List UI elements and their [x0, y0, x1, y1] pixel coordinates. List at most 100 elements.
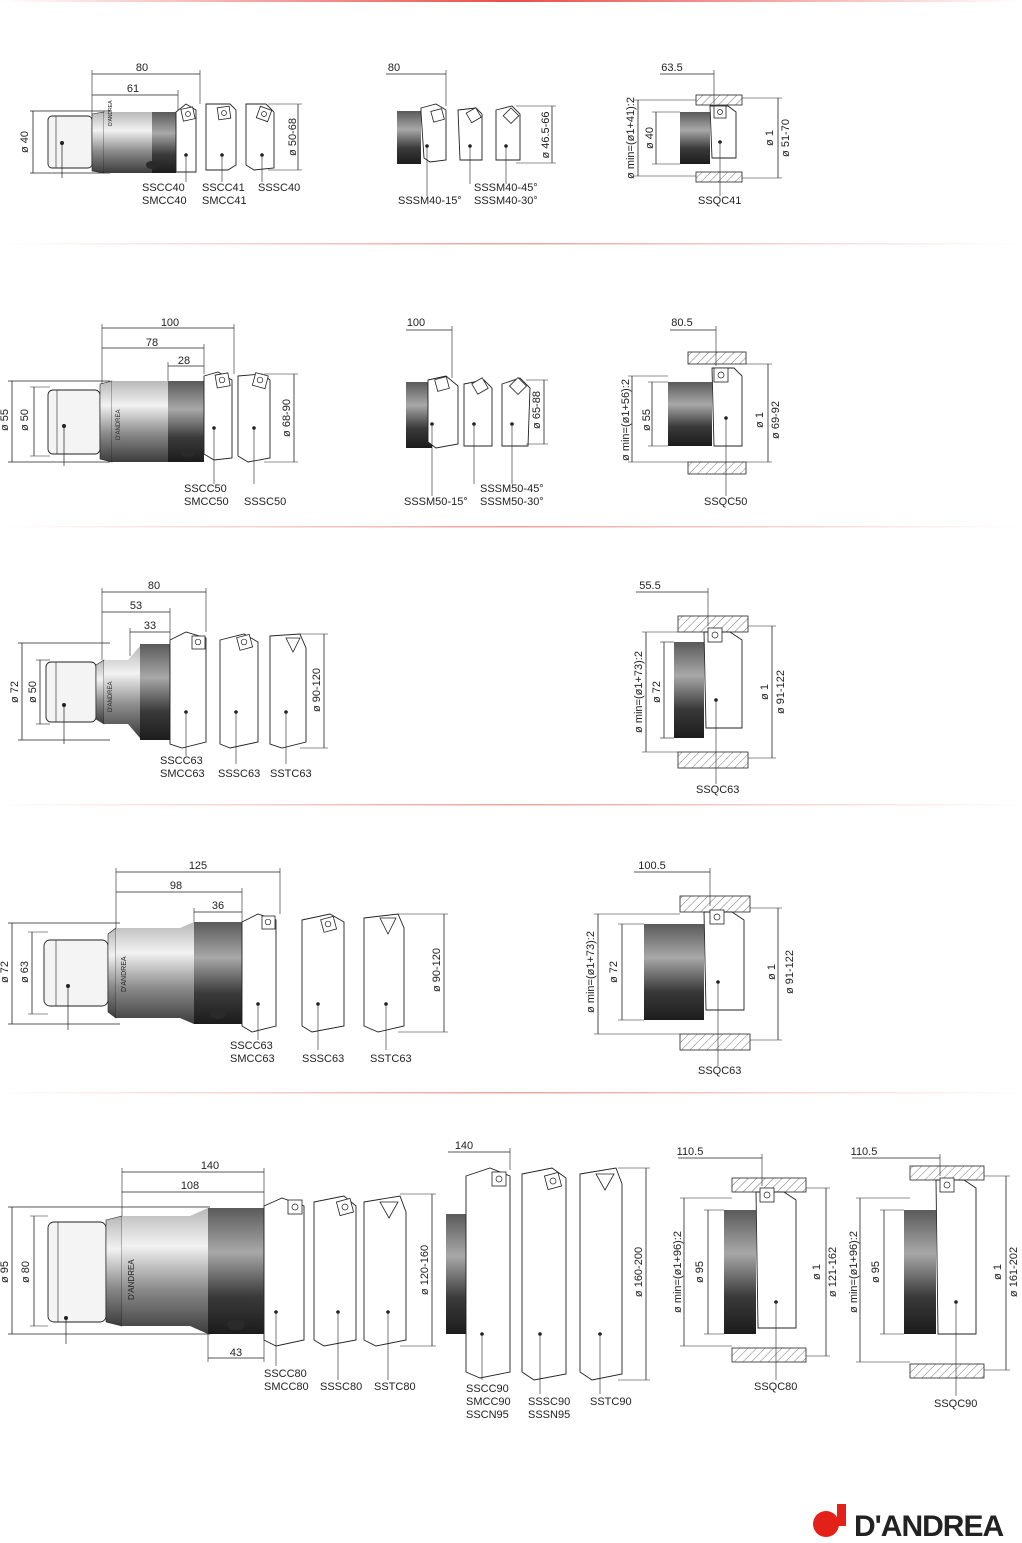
engraving: D'ANDREA: [108, 100, 114, 126]
dim-d1: ø 1: [992, 1264, 1004, 1280]
part-code: SSQC63: [696, 784, 739, 796]
divider: [0, 1092, 1022, 1094]
part-code-line: SMCC63: [160, 768, 205, 780]
dim-length: 80: [388, 62, 400, 74]
dim-length: 80: [136, 62, 148, 74]
dim-length: 125: [189, 860, 207, 872]
part-code-line: SMCC63: [230, 1053, 275, 1065]
part-code: SSSM50-15°: [404, 496, 468, 508]
internal-boring-diagram: 80.5 ø min=(ø1+56):2 ø 55 ø 1 ø 69-92 SS…: [620, 317, 782, 508]
part-code: SSQC41: [698, 195, 741, 207]
part-code-line: SSCC63: [160, 755, 203, 767]
part-code-line: SSCC63: [230, 1040, 273, 1052]
logo-mark-icon: [837, 1504, 846, 1526]
part-code-line: SSCC80: [264, 1368, 307, 1380]
part-code: SSQC80: [754, 1381, 797, 1393]
part-code-line: SSCC41: [202, 182, 245, 194]
part-code-line: SMCC50: [184, 496, 229, 508]
engraving-line: D'ANDREA: [116, 410, 122, 440]
dim-range: ø 161-202: [1008, 1247, 1020, 1297]
tool-holder-diagram: D'ANDREA 140 108 43 ø 95 ø 80 ø 120-160 …: [0, 1160, 436, 1393]
dim-range: ø 46.5-66: [540, 111, 552, 158]
dim-d1: ø 1: [754, 412, 766, 428]
dim-length: 80.5: [671, 317, 692, 329]
part-code: SSSC63: [218, 768, 260, 780]
part-code-line: SSSM40-45°: [474, 182, 538, 194]
dim-d1: ø 1: [764, 130, 776, 146]
tool-holder-diagram: D'ANDREA 80 61 ø 40 ø 50-68 SSCC40 SMCC4…: [19, 62, 302, 207]
part-code-line: SSSM40-30°: [474, 195, 538, 207]
part-code-line: SSCC90: [466, 1383, 509, 1395]
internal-boring-diagram: 55.5 ø min=(ø1+73):2 ø 72 ø 1 ø 91-122 S…: [633, 580, 787, 796]
dim-diameter: ø 40: [19, 131, 31, 153]
internal-boring-diagram: 110.5 ø min=(ø1+96):2 ø 95 ø 1 ø 161-202…: [848, 1146, 1020, 1410]
dim-diameter: ø 50: [27, 681, 39, 703]
dim-diameter: ø 95: [870, 1261, 882, 1283]
part-code-line: SMCC41: [202, 195, 247, 207]
dim-length: 78: [146, 337, 158, 349]
dim-length: 140: [455, 1140, 473, 1152]
dim-length: 36: [212, 900, 224, 912]
part-code: SSSM40-45°SSSM40-30°: [474, 182, 538, 207]
part-code: SSQC50: [704, 496, 747, 508]
dim-length: 33: [144, 620, 156, 632]
tool-holder-diagram: D'ANDREA 125 98 36 ø 72 ø 63 ø 90-120 SS…: [0, 860, 448, 1065]
part-code: SSQC90: [934, 1398, 977, 1410]
dim-diameter: ø 72: [0, 961, 11, 983]
dim-formula: ø min=(ø1+96):2: [672, 1231, 684, 1313]
engraving-line: D'ANDREA: [121, 956, 128, 992]
dim-length: 80: [148, 580, 160, 592]
dim-diameter: ø 80: [20, 1261, 32, 1283]
part-code-line: SSCN95: [466, 1409, 509, 1421]
dim-range: ø 90-120: [311, 668, 323, 712]
dim-length: 53: [130, 600, 142, 612]
dim-length: 108: [181, 1180, 199, 1192]
dim-diameter: ø 40: [644, 127, 656, 149]
part-code: SSSC63: [302, 1053, 344, 1065]
dim-range: ø 69-92: [770, 401, 782, 439]
dim-formula: ø min=(ø1+73):2: [585, 931, 597, 1013]
logo-mark-icon: [813, 1511, 839, 1537]
part-code-line: SMCC40: [142, 195, 187, 207]
divider: [0, 804, 1022, 806]
dim-length: 43: [230, 1347, 242, 1359]
dim-length: 110.5: [677, 1146, 704, 1158]
part-code-line: SSSM50-30°: [480, 496, 544, 508]
engraving-line: D'ANDREA: [127, 1259, 136, 1300]
slide-set-diagram: 80 ø 46.5-66 SSSM40-15° SSSM40-45°SSSM40…: [386, 62, 556, 207]
dim-diameter: ø 63: [19, 961, 31, 983]
dim-range: ø 160-200: [633, 1247, 645, 1297]
part-code: SSTC90: [590, 1396, 632, 1408]
dim-length: 63.5: [661, 62, 682, 74]
dim-diameter: ø 95: [0, 1261, 11, 1283]
part-code-line: SSSN95: [528, 1409, 570, 1421]
part-code: SSSM50-45°SSSM50-30°: [480, 483, 544, 508]
part-code: SSSC50: [244, 496, 286, 508]
dim-length: 110.5: [851, 1146, 878, 1158]
dim-range: ø 91-122: [784, 950, 796, 994]
dim-range: ø 90-120: [431, 948, 443, 992]
part-code: SSQC63: [698, 1065, 741, 1077]
divider: [0, 243, 1022, 245]
dim-diameter: ø 72: [651, 681, 663, 703]
part-code: SSSM40-15°: [398, 195, 462, 207]
dim-range: ø 120-160: [419, 1245, 431, 1295]
top-rule: [0, 0, 1022, 2]
part-code-line: SSSC90: [528, 1396, 570, 1408]
dim-length: 100: [407, 317, 425, 329]
dim-range: ø 65-88: [531, 391, 543, 429]
dim-length: 98: [170, 880, 182, 892]
dim-d1: ø 1: [766, 964, 778, 980]
internal-boring-diagram: 63.5 ø min=(ø1+41):2 ø 40 ø 1 ø 51-70 SS…: [625, 62, 792, 207]
part-code-line: SSCC50: [184, 483, 227, 495]
part-code-line: SMCC90: [466, 1396, 511, 1408]
part-code-line: SMCC80: [264, 1381, 309, 1393]
dim-diameter: ø 95: [694, 1261, 706, 1283]
dim-diameter: ø 55: [641, 409, 653, 431]
